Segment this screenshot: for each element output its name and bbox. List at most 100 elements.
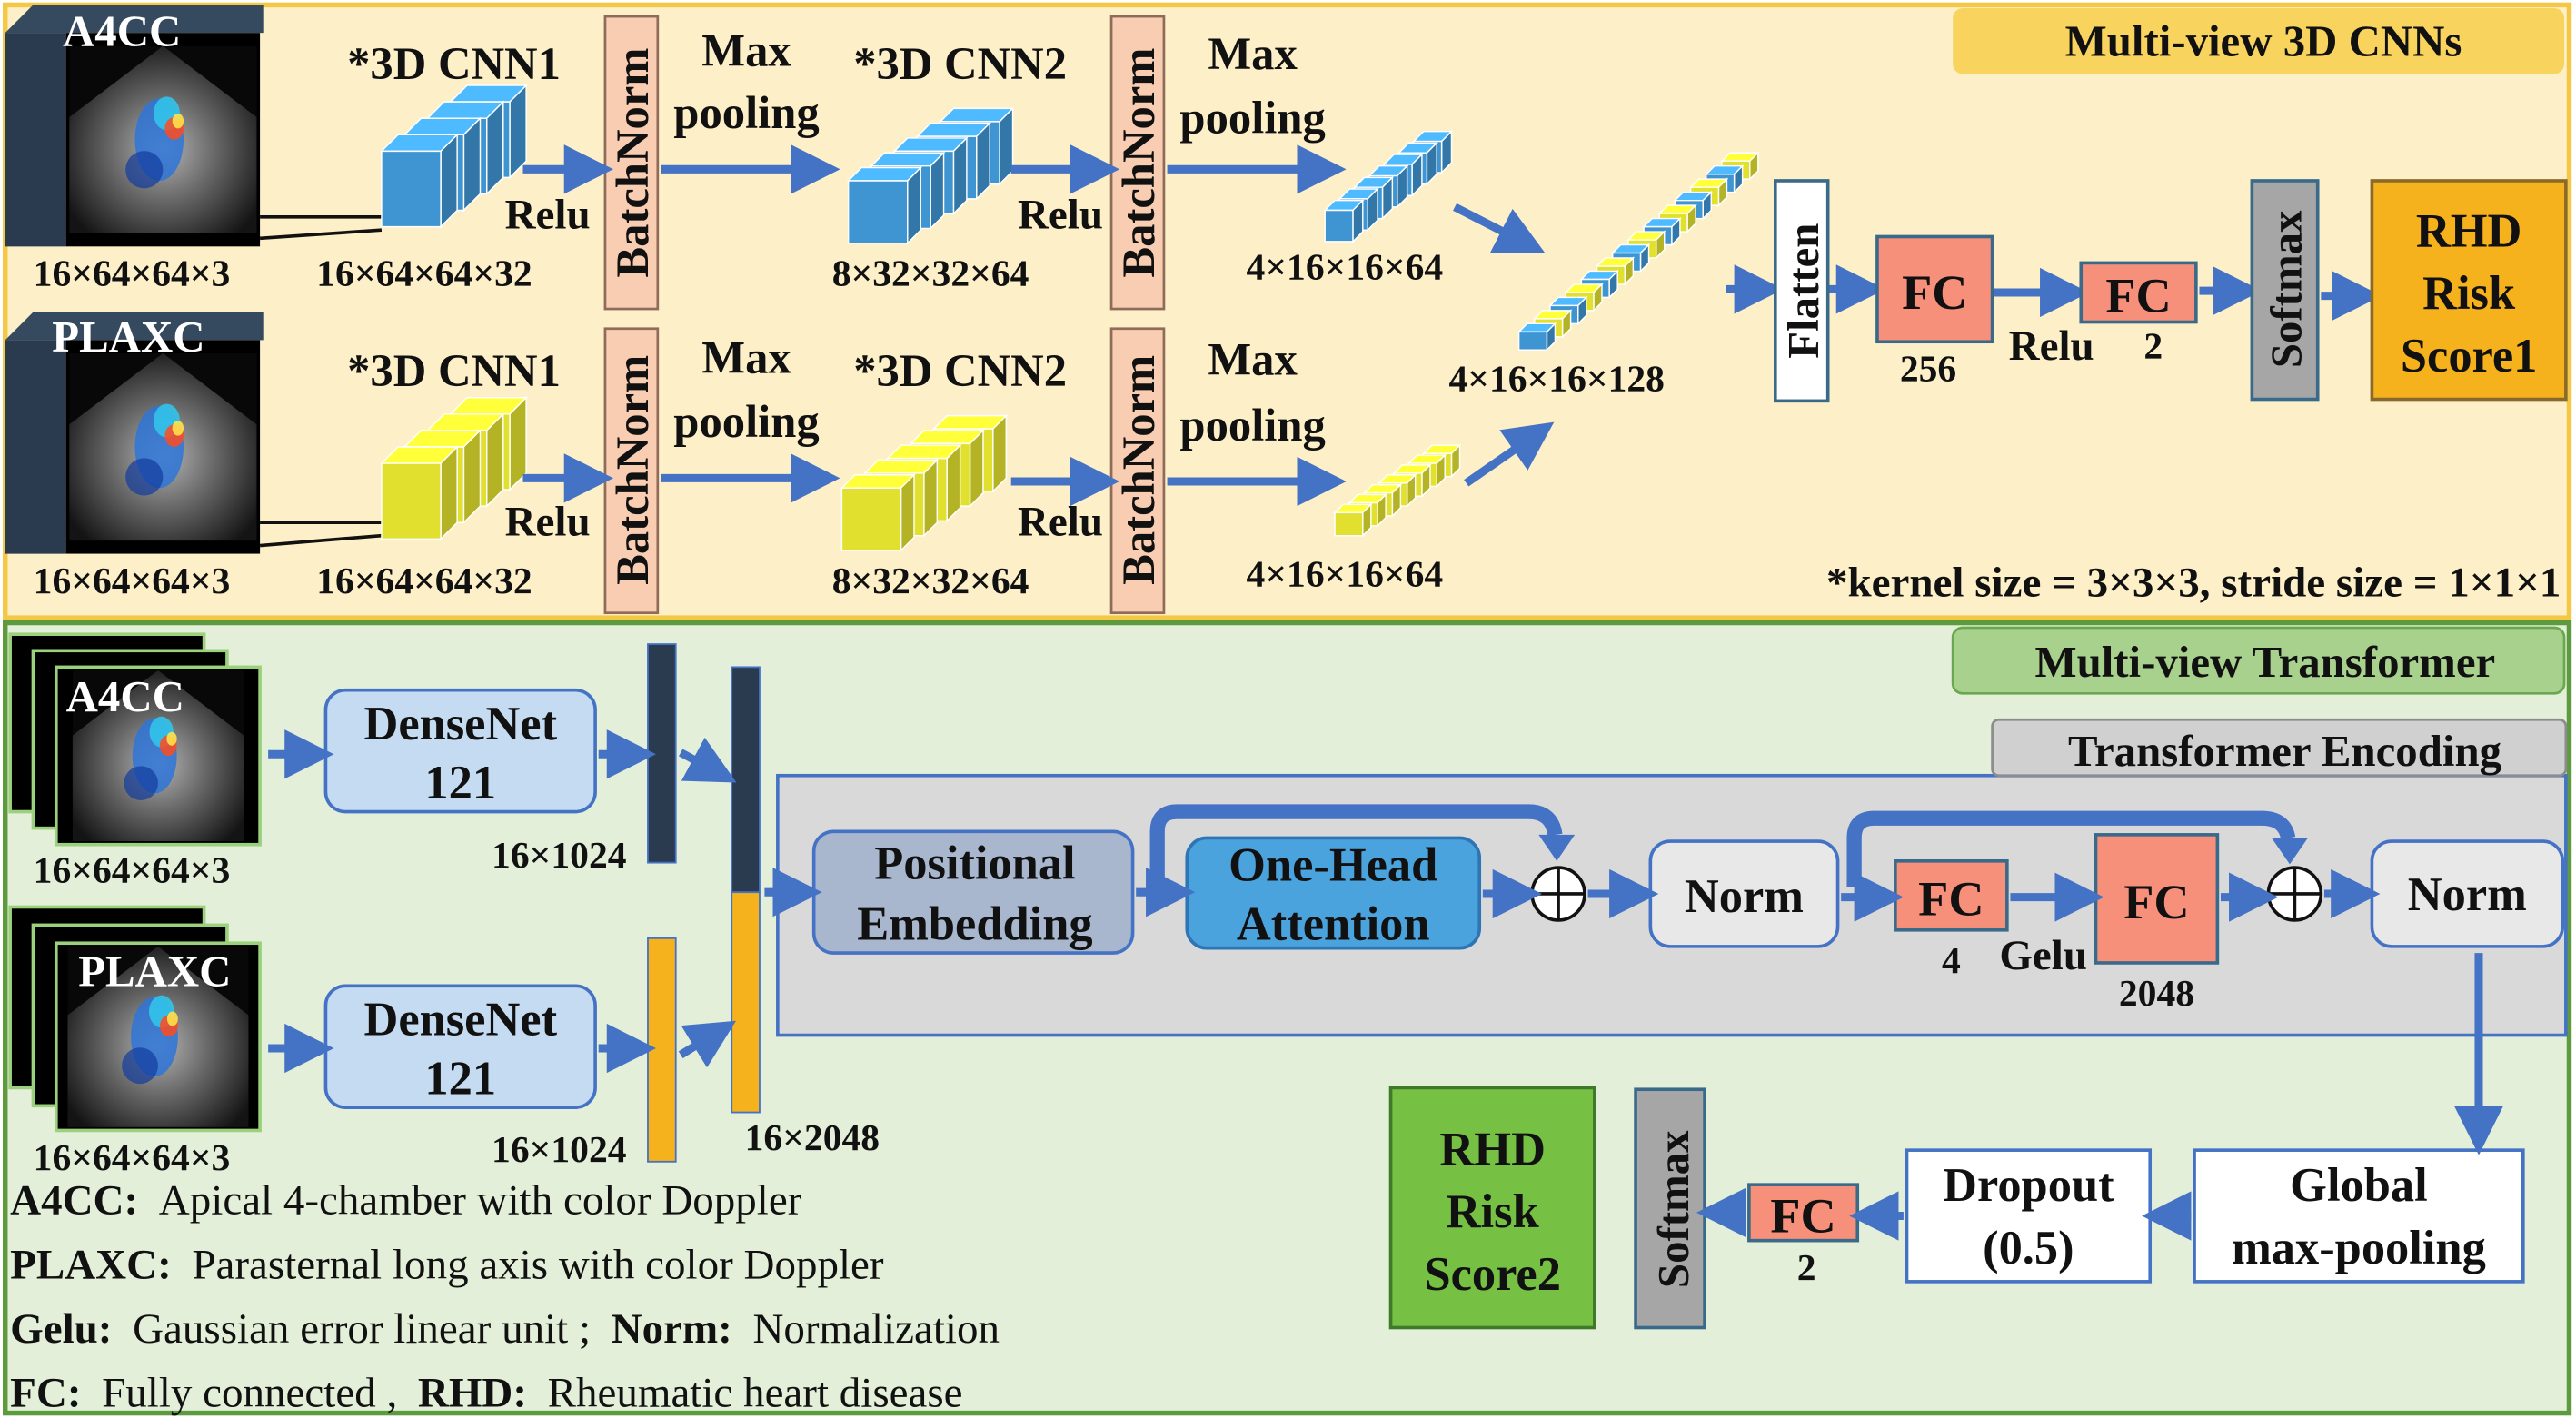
fc-4-units: 4 xyxy=(1942,939,1961,981)
dropout-line1: Dropout xyxy=(1943,1159,2114,1212)
cube-stack-icon xyxy=(846,165,922,245)
batchnorm-2-top xyxy=(1109,15,1166,311)
a4cc-label-transformer: A4CC xyxy=(66,671,184,721)
norm-2-label: Norm xyxy=(2408,868,2527,921)
legend-term-gelu: Gelu: xyxy=(10,1305,112,1353)
transformer-encoding-tag xyxy=(1991,718,2568,778)
cube-stack-icon xyxy=(1517,322,1557,352)
fc-out-label: FC xyxy=(1770,1189,1835,1244)
legend-sep-2: , xyxy=(386,1369,397,1416)
relu-1-bottom: Relu xyxy=(505,499,591,546)
batchnorm-1-bottom xyxy=(603,327,660,615)
transformer-input-dim-bottom: 16×64×64×3 xyxy=(34,1136,231,1178)
softmax-label-transformer: Softmax xyxy=(1648,1130,1698,1288)
transformer-encoding-title: Transformer Encoding xyxy=(2068,726,2501,776)
legend-term-fc: FC: xyxy=(10,1369,81,1416)
legend-desc-fc: Fully connected xyxy=(102,1369,376,1416)
plaxc-label-cnn: PLAXC xyxy=(52,312,204,362)
echo-frame-image xyxy=(69,352,257,541)
dropout-box xyxy=(1905,1148,2153,1284)
a4cc-label-cnn: A4CC xyxy=(63,6,181,56)
legend-desc-a4cc: Apical 4-chamber with color Doppler xyxy=(159,1177,802,1225)
legend-sep-1: ; xyxy=(579,1305,591,1353)
kernel-note: *kernel size = 3×3×3, stride size = 1×1×… xyxy=(1826,560,2561,607)
relu-2-bottom: Relu xyxy=(1018,499,1103,546)
legend-term-a4cc: A4CC: xyxy=(10,1177,138,1225)
a4cc-frame-stack xyxy=(8,632,262,847)
cnn-panel-title-tag xyxy=(1953,8,2565,74)
cnn2-label-top: *3D CNN2 xyxy=(853,38,1067,89)
fc-4-box xyxy=(1894,859,2009,932)
transformer-panel-title: Multi-view Transformer xyxy=(2034,637,2495,687)
flatten-box xyxy=(1774,179,1830,403)
maxpool-2-top-pooling: pooling xyxy=(1179,93,1325,144)
maxpool-1-top-pooling: pooling xyxy=(673,87,819,138)
maxpool-1-top-max: Max xyxy=(701,25,791,75)
legend-row-1: A4CC: Apical 4-chamber with color Dopple… xyxy=(10,1177,802,1225)
softmax-box-transformer xyxy=(1634,1087,1706,1330)
concat-bar-dark xyxy=(731,666,761,894)
feat-dim-top: 16×1024 xyxy=(492,834,627,876)
legend-row-2: PLAXC: Parasternal long axis with color … xyxy=(10,1241,884,1288)
maxpool-2-bottom-pooling: pooling xyxy=(1179,400,1325,451)
fc-out-units: 2 xyxy=(1797,1246,1816,1288)
posemb-line1: Positional xyxy=(874,838,1075,890)
cnn2-dim-top: 8×32×32×64 xyxy=(832,253,1029,294)
cube-stack-icon xyxy=(1323,198,1365,243)
densenet-bottom-line2: 121 xyxy=(424,1053,496,1106)
global-maxpool-box xyxy=(2193,1148,2525,1284)
echo-frame-image xyxy=(69,45,257,233)
batchnorm-2-bottom xyxy=(1109,327,1166,615)
cnn1-dim-bottom: 16×64×64×32 xyxy=(316,560,532,601)
cube-stack-icon xyxy=(380,133,459,229)
relu-2-top: Relu xyxy=(1018,191,1103,238)
rhd1-line1: RHD xyxy=(2416,204,2522,257)
transformer-panel-title-tag xyxy=(1951,626,2566,695)
rhd2-line1: RHD xyxy=(1439,1123,1546,1175)
cube-stacks xyxy=(380,84,1760,552)
transformer-arrows xyxy=(268,729,2504,1241)
legend-term-norm: Norm: xyxy=(612,1305,732,1353)
pool-dim-top: 4×16×16×64 xyxy=(1247,245,1444,287)
cnn-arrows xyxy=(522,144,2382,507)
legend-desc-rhd: Rheumatic heart disease xyxy=(548,1369,963,1416)
attention-line2: Attention xyxy=(1237,898,1430,951)
a4cc-input-volume xyxy=(5,5,264,247)
feat-dim-bottom: 16×1024 xyxy=(492,1128,627,1170)
plaxc-label-transformer: PLAXC xyxy=(78,946,231,996)
cnn2-dim-bottom: 8×32×32×64 xyxy=(832,560,1029,601)
feature-bar-a4cc xyxy=(647,643,677,864)
cnn2-label-bottom: *3D CNN2 xyxy=(853,345,1067,396)
cube-stack-icon xyxy=(840,472,916,552)
plaxc-frame-stack xyxy=(8,905,262,1133)
gelu-label: Gelu xyxy=(1999,932,2087,979)
cube-stack-icon xyxy=(380,445,459,541)
cube-stack-icon xyxy=(1333,502,1373,538)
gmp-line2: max-pooling xyxy=(2232,1222,2486,1274)
legend-term-plaxc: PLAXC: xyxy=(10,1241,172,1288)
rhd1-line3: Score1 xyxy=(2401,330,2537,382)
cnn1-dim-top: 16×64×64×32 xyxy=(316,253,532,294)
maxpool-1-bottom-pooling: pooling xyxy=(673,396,819,447)
concat-dim: 4×16×16×128 xyxy=(1448,357,1664,399)
legend: A4CC: Apical 4-chamber with color Dopple… xyxy=(10,1177,1000,1417)
batchnorm-1-bottom-label: BatchNorm xyxy=(607,355,658,585)
fc-2048-label: FC xyxy=(2123,875,2189,929)
fc-2-box xyxy=(2079,261,2198,324)
densenet-top-line2: 121 xyxy=(424,757,496,809)
plaxc-input-volume xyxy=(5,312,264,554)
batchnorm-1-top-label: BatchNorm xyxy=(607,48,658,278)
maxpool-2-bottom-max: Max xyxy=(1208,333,1298,384)
posemb-line2: Embedding xyxy=(857,898,1092,951)
relu-1-top: Relu xyxy=(505,191,591,238)
fc-256-units: 256 xyxy=(1900,348,1956,390)
densenet-bottom-line1: DenseNet xyxy=(363,994,557,1046)
rhd2-line2: Risk xyxy=(1447,1185,1540,1238)
fc-256-label: FC xyxy=(1902,265,1967,320)
legend-row-4: FC: Fully connected , RHD: Rheumatic hea… xyxy=(10,1369,962,1416)
legend-desc-plaxc: Parasternal long axis with color Doppler xyxy=(192,1241,884,1288)
feature-bar-plaxc xyxy=(647,937,677,1163)
fc-2-units: 2 xyxy=(2143,324,2163,366)
fc-2-label: FC xyxy=(2105,269,2171,323)
